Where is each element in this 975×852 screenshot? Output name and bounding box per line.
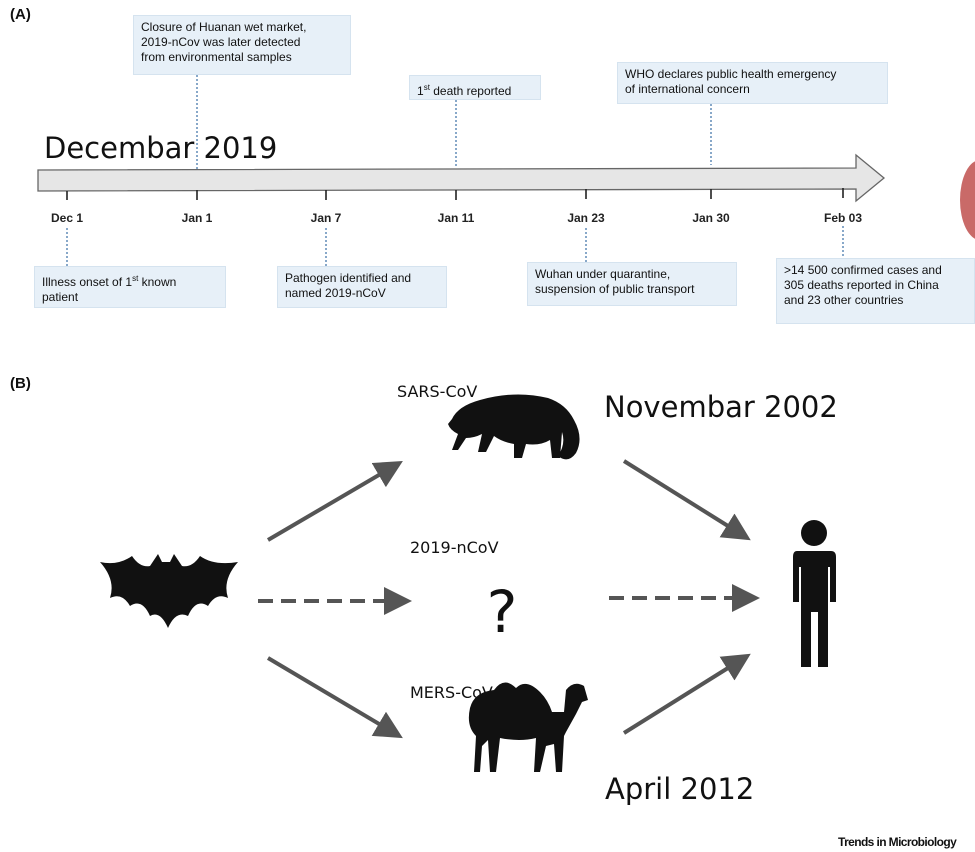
unknown-host-question-mark: ?	[487, 578, 518, 646]
cropped-decoration	[960, 160, 975, 240]
event-text: of international concern	[625, 82, 750, 96]
timeline-period-label: Decembar 2019	[44, 131, 278, 165]
arrow-camel-to-human	[622, 653, 751, 735]
event-box-illness-onset: Illness onset of 1st known patient	[34, 266, 226, 308]
event-box-who-emergency: WHO declares public health emergency of …	[617, 62, 888, 104]
event-box-wuhan-quarantine: Wuhan under quarantine, suspension of pu…	[527, 262, 737, 306]
camel-icon	[468, 682, 588, 772]
event-text: Illness onset of 1st known	[42, 274, 177, 289]
timeline-arrow	[37, 153, 886, 203]
tick-label: Jan 11	[437, 211, 475, 225]
event-text: 305 deaths reported in China	[784, 278, 939, 292]
bat-icon	[100, 554, 238, 628]
ncov-label: 2019-nCoV	[410, 538, 499, 557]
event-text: 1st death reported	[417, 83, 512, 98]
event-text: patient	[42, 290, 79, 304]
event-text: from environmental samples	[141, 50, 292, 64]
mers-label: MERS-CoV	[410, 683, 493, 702]
sars-date: Novembar 2002	[604, 390, 838, 424]
event-text: Wuhan under quarantine,	[535, 267, 671, 281]
tick-label: Jan 30	[692, 211, 730, 225]
mers-date: April 2012	[605, 772, 755, 806]
tick-label: Jan 23	[567, 211, 605, 225]
tick-label: Jan 1	[181, 211, 213, 225]
panel-b-label: (B)	[10, 375, 31, 392]
journal-credit: Trends in Microbiology	[838, 835, 957, 849]
event-text: Closure of Huanan wet market,	[141, 20, 307, 34]
tick-label: Jan 7	[310, 211, 342, 225]
transmission-diagram: ?	[100, 394, 836, 772]
arrow-civet-to-human	[622, 459, 751, 541]
event-box-huanan-market: Closure of Huanan wet market, 2019-nCov …	[133, 15, 351, 75]
timeline-graphic	[37, 75, 886, 266]
human-icon	[793, 520, 836, 667]
event-text: 2019-nCov was later detected	[141, 35, 301, 49]
event-box-pathogen-identified: Pathogen identified and named 2019-nCoV	[277, 266, 447, 308]
civet-icon	[448, 394, 580, 460]
sars-label: SARS-CoV	[397, 382, 478, 401]
event-box-first-death: 1st death reported	[409, 75, 541, 100]
event-text: WHO declares public health emergency	[625, 67, 837, 81]
event-text: Pathogen identified and	[285, 271, 412, 285]
arrow-bat-to-camel	[266, 656, 403, 739]
event-text: >14 500 confirmed cases and	[784, 263, 942, 277]
tick-label: Dec 1	[50, 211, 84, 225]
panel-a-label: (A)	[10, 6, 31, 23]
event-text: suspension of public transport	[535, 282, 695, 296]
tick-label: Feb 03	[823, 211, 863, 225]
event-text: named 2019-nCoV	[285, 286, 386, 300]
event-text: and 23 other countries	[784, 293, 904, 307]
event-box-confirmed-cases: >14 500 confirmed cases and 305 deaths r…	[776, 258, 975, 324]
arrow-bat-to-civet	[266, 460, 403, 542]
